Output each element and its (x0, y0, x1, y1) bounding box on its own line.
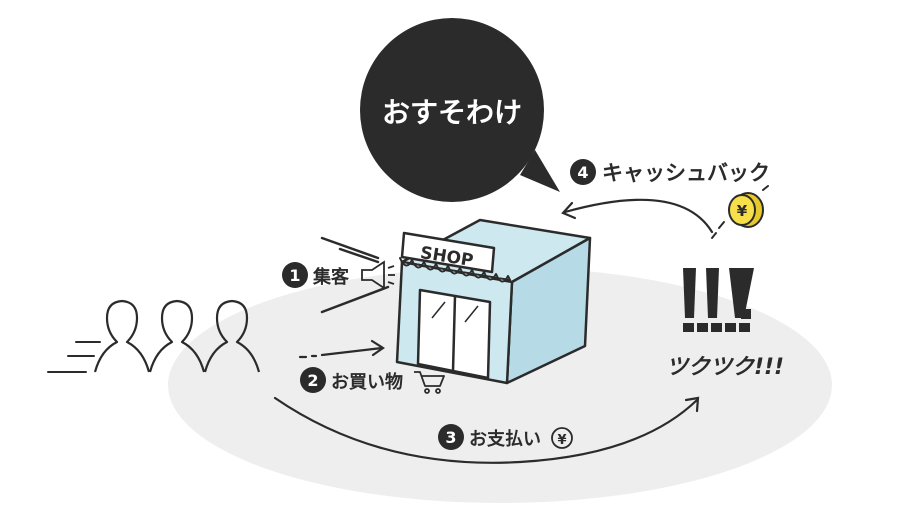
person-2 (148, 299, 206, 373)
step-1: 1 集客 (282, 260, 395, 290)
step-3-arrow (273, 396, 700, 464)
person-3 (203, 299, 261, 373)
ground-ellipse (168, 267, 832, 503)
shop-sign-board (400, 231, 496, 274)
step-3-number: 3 (445, 428, 456, 447)
shop-building (395, 218, 592, 385)
step-2-arrow (298, 339, 385, 359)
step-4-number: 4 (577, 163, 588, 182)
brand-name: ツクツク!!! (666, 355, 784, 380)
coin-icon: ¥ (711, 185, 769, 239)
step-4-label: キャッシュバック (602, 161, 770, 185)
step-4: 4 キャッシュバック (570, 159, 770, 185)
person-1 (93, 299, 151, 373)
yen-icon-symbol: ¥ (557, 433, 566, 448)
step-2-label: お買い物 (331, 371, 403, 393)
shopping-cart-icon (414, 371, 445, 394)
speed-lines (47, 341, 101, 373)
step-2: 2 お買い物 (300, 367, 445, 394)
step-3: 3 お支払い ¥ (438, 424, 573, 450)
coin-symbol: ¥ (737, 202, 748, 220)
step-1-number: 1 (289, 266, 300, 285)
bubble-text: おすそわけ (382, 96, 522, 129)
step-1-label: 集客 (312, 266, 350, 288)
step-2-number: 2 (307, 371, 318, 390)
yen-icon: ¥ (551, 427, 573, 449)
megaphone-icon (361, 260, 395, 290)
shop-awning (399, 257, 511, 283)
step-4-arrow (561, 198, 714, 234)
speech-bubble: おすそわけ (360, 18, 560, 202)
customer-group (93, 299, 261, 373)
attraction-lines (320, 236, 390, 314)
tsukutsuku-logo (683, 268, 754, 332)
step-3-label: お支払い (469, 428, 541, 450)
